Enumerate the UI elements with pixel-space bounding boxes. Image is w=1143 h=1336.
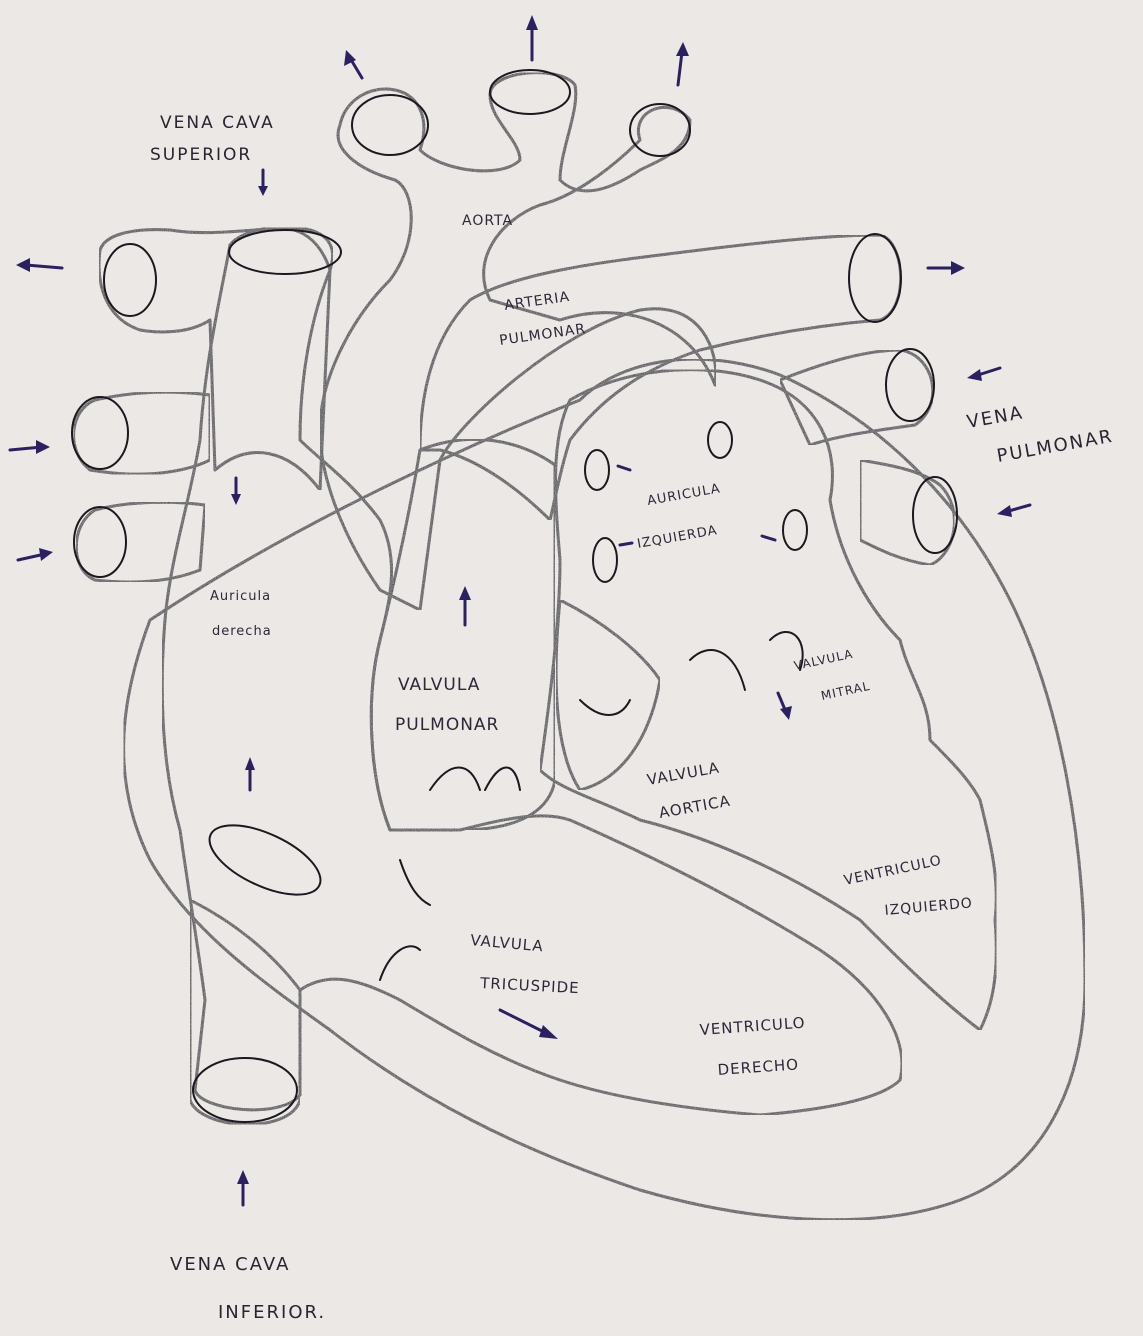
- arrow-la-2: [620, 543, 632, 545]
- label-vena-cava-inferior-1: VENA CAVA: [170, 1254, 290, 1275]
- label-auricula-derecha-2: derecha: [212, 624, 272, 639]
- label-auricula-derecha-1: Auricula: [210, 589, 271, 604]
- label-vena-cava-superior-1: VENA CAVA: [160, 113, 275, 133]
- label-aorta: AORTA: [462, 213, 513, 229]
- label-valvula-pulmonar-2: PULMONAR: [395, 715, 499, 735]
- label-vena-cava-superior-2: SUPERIOR: [150, 145, 252, 165]
- label-valvula-pulmonar-1: VALVULA: [398, 675, 480, 695]
- label-vena-cava-inferior-2: INFERIOR.: [218, 1302, 326, 1323]
